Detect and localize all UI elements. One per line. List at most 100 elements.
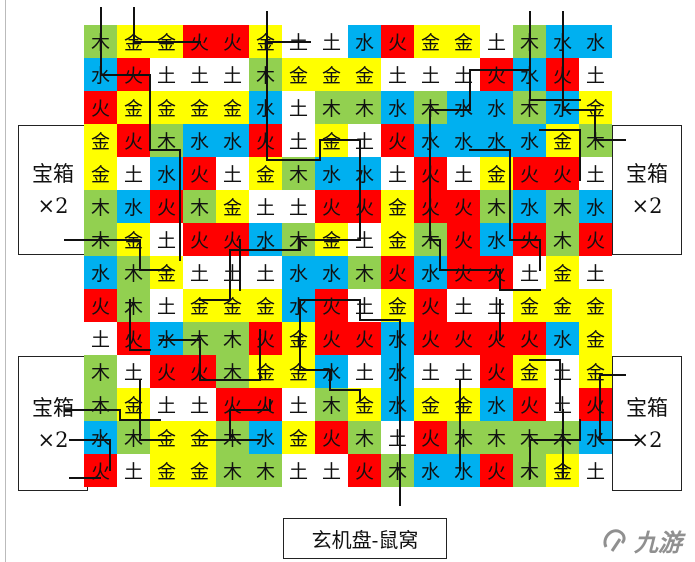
- grid-cell: 木: [183, 190, 216, 223]
- treasure-label-right-top: 宝箱 ×2: [612, 125, 682, 255]
- grid-cell: 火: [381, 124, 414, 157]
- grid-cell: 金: [381, 223, 414, 256]
- grid-cell: 水: [348, 25, 381, 58]
- grid-cell: 土: [282, 91, 315, 124]
- grid-cell: 金: [282, 421, 315, 454]
- grid-cell: 土: [150, 58, 183, 91]
- grid-cell: 火: [150, 355, 183, 388]
- treasure-label-text: 宝箱: [626, 162, 668, 186]
- grid-cell: 水: [414, 256, 447, 289]
- grid-cell: 火: [216, 388, 249, 421]
- grid-cell: 土: [447, 355, 480, 388]
- grid-cell: 木: [216, 454, 249, 487]
- grid-cell: 火: [381, 25, 414, 58]
- grid-cell: 火: [381, 256, 414, 289]
- route-line: [64, 409, 161, 421]
- grid-cell: 土: [381, 58, 414, 91]
- grid-cell: 金: [414, 25, 447, 58]
- treasure-label-right-bottom: 宝箱 ×2: [612, 356, 682, 491]
- grid-cell: 木: [546, 223, 579, 256]
- grid-cell: 火: [183, 157, 216, 190]
- grid-cell: 土: [348, 355, 381, 388]
- route-line: [429, 69, 531, 241]
- grid-cell: 木: [84, 190, 117, 223]
- grid-cell: 金: [249, 289, 282, 322]
- grid-cell: 木: [348, 256, 381, 289]
- grid-cell: 土: [183, 388, 216, 421]
- grid-cell: 金: [150, 454, 183, 487]
- route-line: [562, 69, 626, 141]
- grid-cell: 木: [117, 256, 150, 289]
- grid-cell: 木: [183, 322, 216, 355]
- grid-cell: 金: [546, 289, 579, 322]
- grid-cell: 水: [249, 91, 282, 124]
- grid-cell: 金: [117, 91, 150, 124]
- grid-cell: 金: [381, 190, 414, 223]
- grid-cell: 木: [216, 322, 249, 355]
- watermark-logo-icon: [603, 529, 626, 552]
- grid-cell: 金: [447, 388, 480, 421]
- route-line: [329, 389, 361, 401]
- grid-cell: 火: [414, 421, 447, 454]
- grid-cell: 水: [84, 421, 117, 454]
- grid-cell: 水: [150, 322, 183, 355]
- treasure-label-text: 宝箱: [626, 395, 668, 420]
- watermark-text: 九游: [634, 528, 682, 557]
- grid-cell: 金: [414, 388, 447, 421]
- grid-cell: 火: [117, 322, 150, 355]
- grid-cell: 水: [183, 124, 216, 157]
- route-line: [529, 359, 561, 411]
- grid-cell: 木: [348, 91, 381, 124]
- grid-cell: 火: [183, 223, 216, 256]
- treasure-label-text: 宝箱: [32, 162, 74, 186]
- grid-cell: 火: [579, 223, 612, 256]
- grid-cell: 火: [480, 256, 513, 289]
- grid-cell: 木: [447, 421, 480, 454]
- grid-cell: 土: [216, 58, 249, 91]
- grid-cell: 土: [579, 454, 612, 487]
- grid-cell: 火: [150, 190, 183, 223]
- route-line: [139, 379, 171, 441]
- grid-cell: 火: [348, 454, 381, 487]
- grid-cell: 火: [447, 256, 480, 289]
- grid-cell: 火: [348, 322, 381, 355]
- grid-cell: 火: [249, 388, 282, 421]
- grid-cell: 金: [117, 388, 150, 421]
- grid-cell: 水: [381, 355, 414, 388]
- grid-cell: 木: [546, 190, 579, 223]
- map-name-label: 玄机盘-鼠窝: [283, 518, 447, 559]
- grid-cell: 金: [480, 157, 513, 190]
- grid-cell: 水: [117, 190, 150, 223]
- grid-cell: 火: [84, 91, 117, 124]
- route-line: [429, 239, 501, 271]
- grid-cell: 土: [447, 157, 480, 190]
- grid-cell: 水: [414, 454, 447, 487]
- grid-cell: 金: [249, 25, 282, 58]
- grid-cell: 金: [150, 256, 183, 289]
- grid-cell: 木: [117, 289, 150, 322]
- grid-cell: 土: [282, 190, 315, 223]
- route-line: [69, 439, 111, 471]
- grid-cell: 土: [480, 289, 513, 322]
- route-line: [499, 269, 541, 291]
- grid-cell: 水: [315, 256, 348, 289]
- grid-cell: 水: [315, 157, 348, 190]
- grid-cell: 土: [84, 322, 117, 355]
- grid-cell: 土: [381, 157, 414, 190]
- grid-cell: 水: [381, 91, 414, 124]
- grid-cell: 水: [546, 322, 579, 355]
- grid-cell: 水: [480, 223, 513, 256]
- grid-cell: 木: [150, 124, 183, 157]
- grid-cell: 木: [84, 388, 117, 421]
- grid-cell: 水: [480, 124, 513, 157]
- grid-cell: 木: [84, 355, 117, 388]
- grid-cell: 金: [183, 91, 216, 124]
- grid-cell: 金: [183, 454, 216, 487]
- route-line: [599, 374, 641, 441]
- grid-cell: 水: [447, 454, 480, 487]
- grid-cell: 火: [84, 289, 117, 322]
- grid-cell: 金: [579, 322, 612, 355]
- grid-cell: 水: [315, 355, 348, 388]
- grid-cell: 金: [579, 91, 612, 124]
- grid-cell: 水: [579, 421, 612, 454]
